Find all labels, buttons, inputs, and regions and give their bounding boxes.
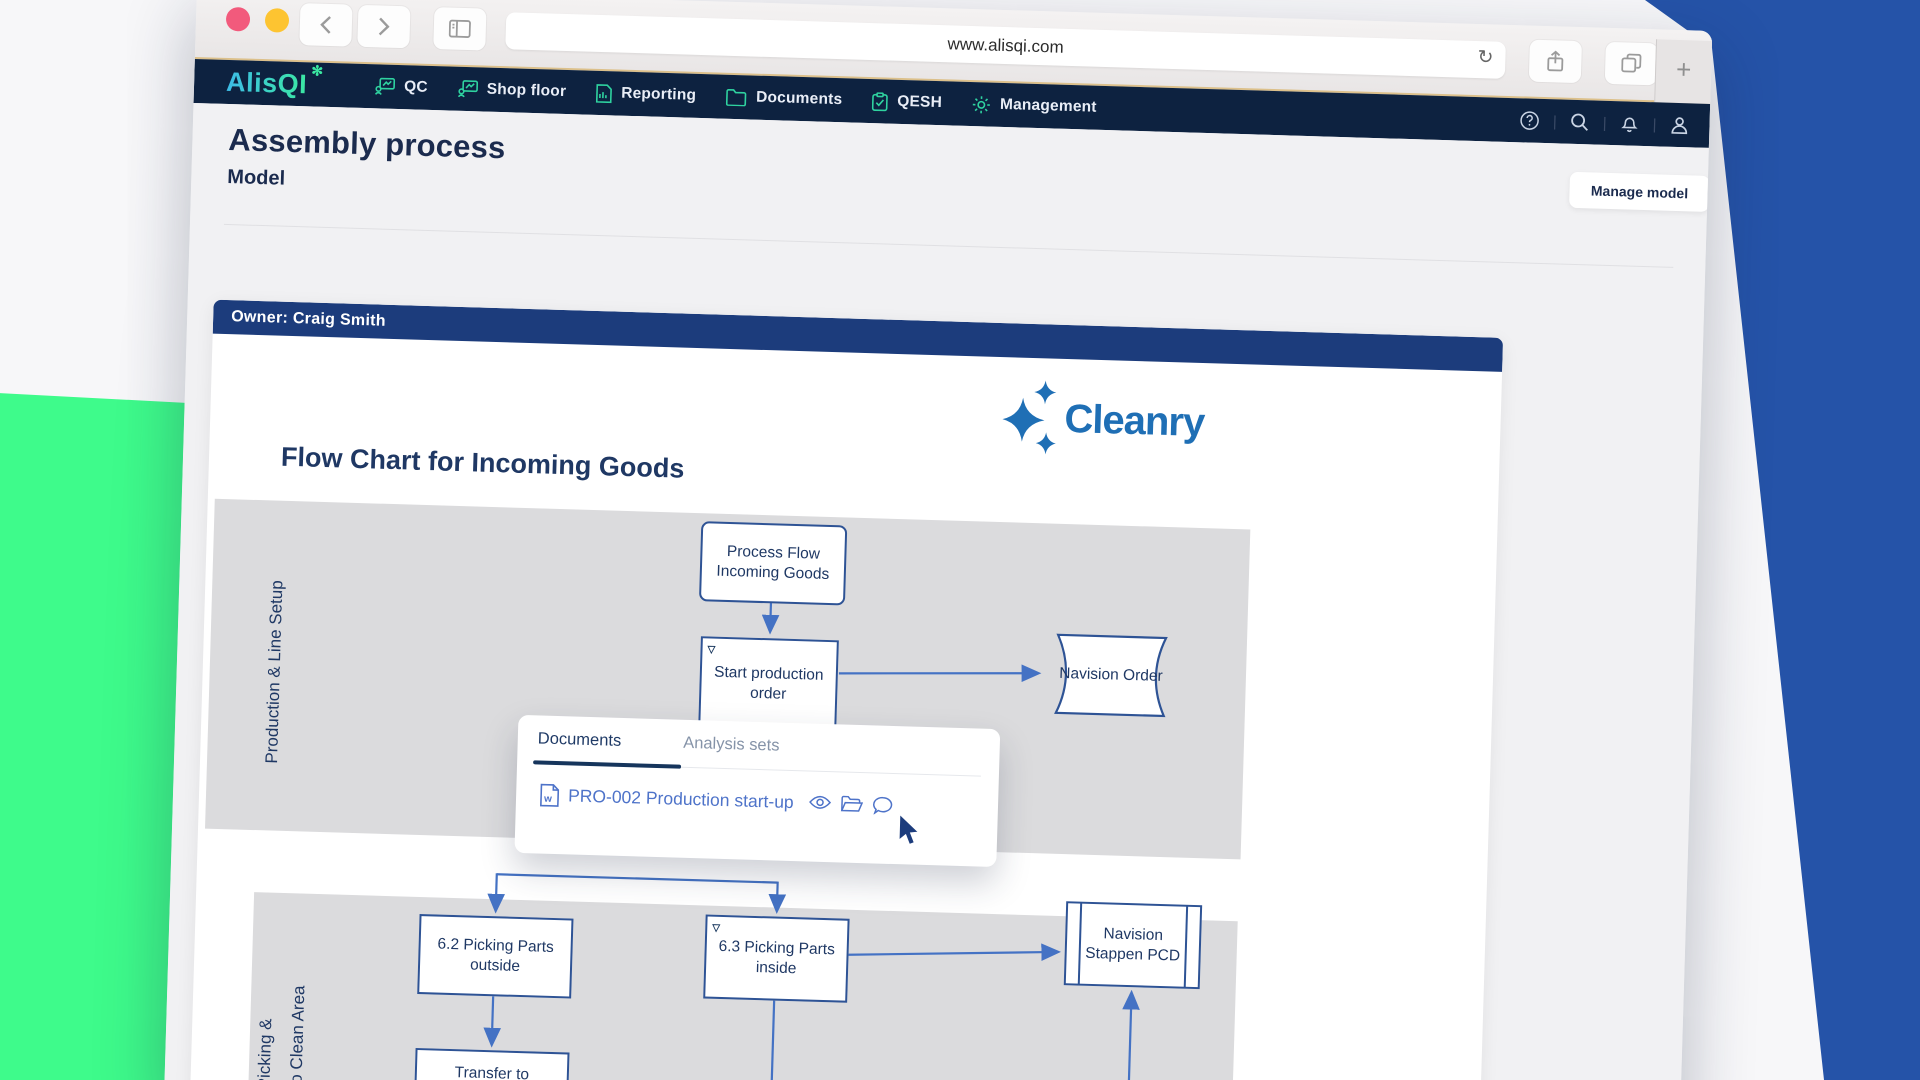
stored-data-shape [1054,633,1168,718]
menu-item-management[interactable]: Management [972,95,1097,118]
flow-shape-label: Navision Order [1059,664,1163,685]
flow-box-transfer[interactable]: Transfer to [413,1047,570,1080]
separator: | [1602,114,1607,132]
page-title: Assembly process [227,122,507,166]
sparkles-icon [1002,380,1057,455]
main-menu: QC Shop floor Reporting Documents QESH M… [374,77,1097,118]
plus-icon: + [1675,53,1692,85]
gear-icon [972,95,990,113]
flowchart-heading: Flow Chart for Incoming Goods [280,441,685,484]
folder-icon [726,88,747,106]
document-row[interactable]: w PRO-002 Production start-up [540,783,893,817]
header-divider [223,223,1674,268]
word-document-icon: w [540,783,560,807]
minimize-window-button[interactable] [264,8,290,33]
flow-shape-navision-stappen-pcd[interactable]: Navision Stappen PCD [1063,901,1203,990]
bell-icon[interactable] [1619,113,1640,134]
tab-overview-button[interactable] [1604,41,1658,86]
flow-box-62-picking-outside[interactable]: 6.2 Picking Parts outside [417,914,574,999]
open-folder-icon[interactable] [840,795,863,813]
app-navbar: AlisQI✻ QC Shop floor Reporting Document… [193,58,1711,148]
sidebar-icon [448,19,471,38]
navbar-right-icons: | | | [1520,110,1690,135]
flow-shape-label: Navision Stappen PCD [1085,925,1181,965]
flow-box-start-production-order[interactable]: ▽ Start production order [698,636,839,733]
menu-item-shop-floor[interactable]: Shop floor [457,80,566,101]
model-document-card: Owner: Craig Smith Cleanry Flow Chart fo… [189,299,1504,1080]
swimlane-label: ts Picking & [253,1018,276,1080]
separator: | [1652,115,1657,133]
browser-toolbar: www.alisqi.com ↻ + [194,0,1713,104]
cleanry-logo: Cleanry [1001,379,1205,461]
new-tab-button[interactable]: + [1654,39,1713,104]
share-button[interactable] [1528,39,1582,84]
flow-box-process-flow[interactable]: Process Flow Incoming Goods [698,521,848,606]
menu-label: QC [403,78,429,96]
report-document-icon [596,83,613,103]
browser-window: www.alisqi.com ↻ + AlisQI✻ QC Shop floor [164,0,1713,1080]
help-icon[interactable] [1520,110,1541,131]
flow-box-label: 6.3 Picking Parts inside [718,937,836,978]
page-subtitle: Model [227,165,286,190]
owner-label: Owner: Craig Smith [230,308,387,330]
menu-label: Management [999,95,1097,116]
tabs-icon [1621,53,1642,73]
menu-label: QESH [897,92,943,112]
back-button[interactable] [299,3,353,47]
collapse-marker-icon[interactable]: ▽ [712,922,721,934]
owner-bar: Owner: Craig Smith [212,299,1504,372]
menu-item-qc[interactable]: QC [374,77,429,97]
documents-popup: Documents Analysis sets w PRO-002 Produc… [514,714,1001,868]
alisqi-logo-text: AlisQI [225,66,308,99]
svg-text:w: w [543,794,552,805]
menu-item-documents[interactable]: Documents [726,88,843,109]
sparkle-icon: ✻ [311,61,324,79]
comment-icon[interactable] [872,796,893,815]
workstation-icon [457,80,478,98]
address-bar[interactable]: www.alisqi.com ↻ [505,12,1506,79]
flow-box-label: Start production order [713,663,824,703]
tab-documents[interactable]: Documents [537,729,622,750]
cleanry-logo-text: Cleanry [1063,396,1205,445]
user-icon[interactable] [1669,115,1690,136]
app-content: Assembly process Model Manage model Owne… [164,102,1711,1080]
separator: | [1552,112,1558,130]
menu-item-qesh[interactable]: QESH [872,91,943,113]
document-actions [808,794,893,815]
chevron-left-icon [320,16,331,34]
manage-model-button[interactable]: Manage model [1569,171,1711,212]
share-icon [1547,50,1564,72]
close-window-button[interactable] [225,6,251,32]
flow-shape-navision-order[interactable]: Navision Order [1042,631,1180,719]
tab-analysis-sets[interactable]: Analysis sets [682,733,780,755]
sidebar-toggle-button[interactable] [433,7,487,51]
preview-eye-icon[interactable] [808,794,831,810]
document-link[interactable]: PRO-002 Production start-up [567,785,795,813]
flow-box-label: Transfer to [454,1064,530,1080]
workstation-icon [374,77,396,95]
mouse-cursor [898,814,921,846]
alisqi-logo[interactable]: AlisQI✻ [225,62,324,99]
forward-button[interactable] [357,4,411,49]
search-icon[interactable] [1569,112,1590,133]
flow-box-63-picking-inside[interactable]: ▽ 6.3 Picking Parts inside [703,914,850,1003]
swimlane-label: er to Clean Area [285,985,309,1080]
chevron-right-icon [378,17,390,36]
flow-box-label: 6.2 Picking Parts outside [437,935,555,976]
url-text: www.alisqi.com [947,33,1064,57]
menu-label: Documents [755,88,843,109]
collapse-marker-icon[interactable]: ▽ [707,644,716,656]
reload-icon[interactable]: ↻ [1477,47,1494,69]
clipboard-check-icon [872,91,889,111]
flow-box-label: Process Flow Incoming Goods [716,542,830,584]
menu-label: Reporting [620,84,697,104]
menu-item-reporting[interactable]: Reporting [596,83,697,105]
menu-label: Shop floor [486,80,567,100]
